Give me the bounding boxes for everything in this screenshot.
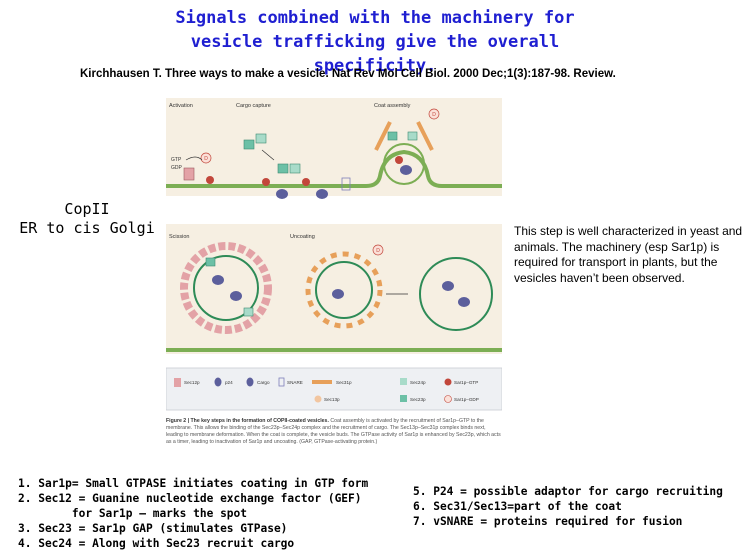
list-item-7: 7. vSNARE = proteins required for fusion: [413, 515, 683, 528]
legend-cargo: Cargo: [257, 380, 270, 385]
uncoating-gdp-letter: D: [376, 248, 380, 254]
uncoating-cargo: [332, 289, 344, 299]
uncoating-coat: [305, 251, 383, 329]
sar1p-cargo-1: [262, 178, 270, 186]
panel-activation: Activation: [169, 103, 193, 109]
list-right: 5. P24 = possible adaptor for cargo recr…: [413, 484, 723, 529]
legend-sar1p-gdp-swatch: [444, 395, 452, 403]
coat-sec23p: [387, 131, 398, 141]
panel-coat-assembly: Coat assembly: [374, 103, 411, 109]
caption-body: Coat assembly is activated by the recrui…: [166, 418, 501, 445]
legend-p24-swatch: [214, 377, 222, 387]
uncoating-gdp-marker: [372, 244, 384, 256]
panel-uncoating: Uncoating: [290, 234, 315, 240]
list-item-1: 1. Sar1p= Small GTPASE initiates coating…: [18, 477, 369, 490]
top-panel-bg: [166, 98, 502, 196]
legend-box: [166, 367, 502, 411]
sar1p-activation: [206, 176, 214, 184]
scission-sec24p: [243, 307, 254, 317]
coat-sec31p-1: [374, 121, 392, 151]
figure-caption: Figure 2 | The key steps in the formatio…: [166, 418, 502, 446]
coat-gdp-letter: D: [432, 112, 436, 118]
legend-cargo-swatch: [246, 377, 254, 387]
legend-snare: SNARE: [287, 380, 303, 385]
panel-scission: Scission: [169, 234, 189, 240]
legend-sec12p: Sec12p: [184, 380, 200, 385]
legend-sec31p: Sec31p: [336, 380, 352, 385]
coat-sar1p: [395, 156, 403, 164]
gdp-marker: [200, 152, 212, 164]
list-item-2-cont: for Sar1p – marks the spot: [18, 507, 248, 520]
list-item-2: 2. Sec12 = Guanine nucleotide exchange f…: [18, 492, 362, 505]
cargo-shape-2: [316, 189, 328, 199]
scission-coat: [180, 242, 272, 334]
legend-sec24p-swatch: [400, 378, 407, 385]
list-item-5: 5. P24 = possible adaptor for cargo recr…: [413, 485, 723, 498]
cargo-shape-1: [276, 189, 288, 199]
sec23p-shape-1: [243, 139, 255, 150]
coat-sec31p-2: [416, 121, 434, 151]
legend-p24: p24: [225, 380, 233, 385]
slide-title: Signals combined with the machinery for …: [150, 6, 600, 78]
legend-sar1p-gtp: Sar1p–GTP: [454, 380, 478, 385]
legend-sar1p-gdp: Sar1p–GDP: [454, 397, 479, 402]
gtp-label: GTP: [171, 157, 182, 163]
final-vesicle: [419, 257, 493, 331]
scission-sec23p: [205, 257, 216, 267]
scission-cargo-2: [230, 291, 242, 301]
sec24p-shape-2: [289, 163, 301, 174]
activation-arrow: [185, 156, 203, 161]
list-item-4: 4. Sec24 = Along with Sec23 recruit carg…: [18, 537, 295, 550]
er-membrane-top: [166, 149, 502, 188]
sar1p-cargo-2: [302, 178, 310, 186]
copii-figure: Activation Cargo capture Coat assembly S…: [166, 98, 502, 411]
snare-shape: [341, 177, 351, 191]
coat-cargo: [400, 165, 412, 175]
caption-title: Figure 2 | The key steps in the formatio…: [166, 418, 329, 424]
legend-snare-swatch: [278, 377, 285, 387]
step-note: This step is well characterized in yeast…: [514, 224, 743, 285]
gdp-label: GDP: [171, 165, 183, 171]
sec24p-shape-1: [255, 133, 267, 144]
legend-sec12p-swatch: [174, 378, 181, 387]
legend-sec13p-swatch: [314, 395, 322, 403]
final-cargo-2: [458, 297, 470, 307]
copii-label: CopII ER to cis Golgi: [12, 200, 162, 238]
scission-cargo-1: [212, 275, 224, 285]
uncoating-vesicle: [315, 261, 373, 319]
title-line-1: Signals combined with the machinery for: [175, 8, 575, 28]
legend-sec31p-swatch: [312, 380, 332, 384]
sec12p-shape: [183, 167, 195, 181]
legend-sec24p: Sec24p: [410, 380, 426, 385]
legend-sar1p-gtp-swatch: [444, 378, 452, 386]
legend-sec23p: Sec23p: [410, 397, 426, 402]
final-cargo-1: [442, 281, 454, 291]
panel-cargo-capture: Cargo capture: [236, 103, 271, 109]
list-item-3: 3. Sec23 = Sar1p GAP (stimulates GTPase): [18, 522, 288, 535]
coat-gdp-marker: [428, 108, 440, 120]
title-line-2: vesicle trafficking give the overall spe…: [190, 32, 560, 76]
cargo-arrow: [261, 149, 275, 161]
gdp-marker-letter: D: [204, 156, 208, 162]
list-left: 1. Sar1p= Small GTPASE initiates coating…: [18, 476, 368, 551]
scission-vesicle: [193, 255, 259, 321]
legend-sec13p: Sec13p: [324, 397, 340, 402]
copii-line-1: CopII: [64, 200, 110, 218]
copii-line-2: ER to cis Golgi: [19, 219, 155, 237]
coat-sec24p: [407, 131, 418, 141]
legend-sec23p-swatch: [400, 395, 407, 402]
list-item-6: 6. Sec31/Sec13=part of the coat: [413, 500, 622, 513]
citation: Kirchhausen T. Three ways to make a vesi…: [80, 68, 616, 80]
sec23p-shape-2: [277, 163, 289, 174]
budding-vesicle: [383, 143, 425, 185]
